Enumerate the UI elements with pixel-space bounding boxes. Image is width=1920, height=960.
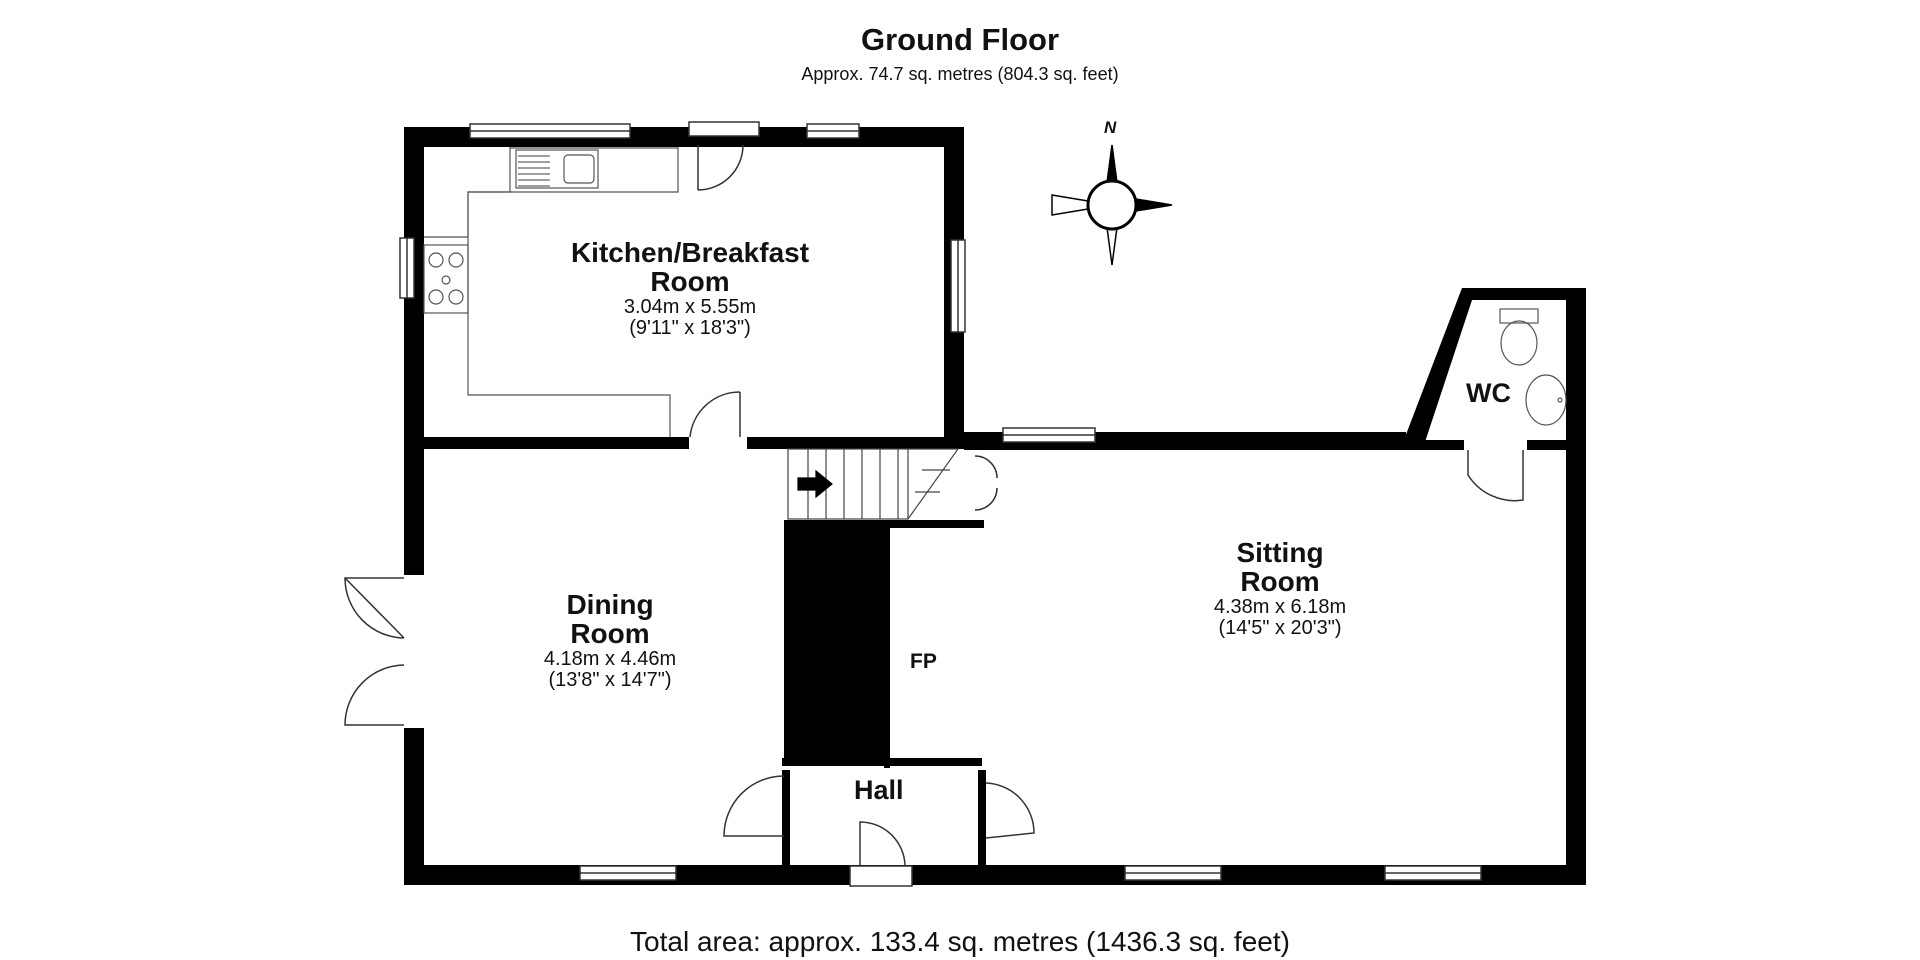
walls [404, 127, 1586, 885]
windows [399, 121, 1482, 887]
room-sitting-dims-ft: (14'5" x 20'3") [1218, 616, 1342, 639]
room-wc-label: WC [1466, 378, 1511, 408]
floor-area-subtitle: Approx. 74.7 sq. metres (804.3 sq. feet) [801, 64, 1119, 84]
compass-icon [1051, 144, 1173, 266]
room-hall-label: Hall [854, 775, 904, 805]
wc-fixtures [1499, 308, 1567, 426]
room-sitting-dims-m: 4.38m x 6.18m [1213, 595, 1347, 618]
compass-north-label: N [1104, 118, 1117, 137]
stairs [787, 448, 960, 520]
floor-title: Ground Floor [860, 22, 1060, 57]
room-dining-dims-m: 4.18m x 4.46m [543, 647, 677, 670]
room-kitchen-dims-m: 3.04m x 5.55m [623, 295, 757, 318]
total-area-footer: Total area: approx. 133.4 sq. metres (14… [630, 926, 1290, 957]
kitchen-units [423, 147, 679, 437]
doors [344, 144, 1524, 866]
fireplace-label: FP [910, 650, 937, 673]
room-kitchen-dims-ft: (9'11" x 18'3") [629, 316, 751, 339]
room-dining-dims-ft: (13'8" x 14'7") [548, 668, 672, 691]
